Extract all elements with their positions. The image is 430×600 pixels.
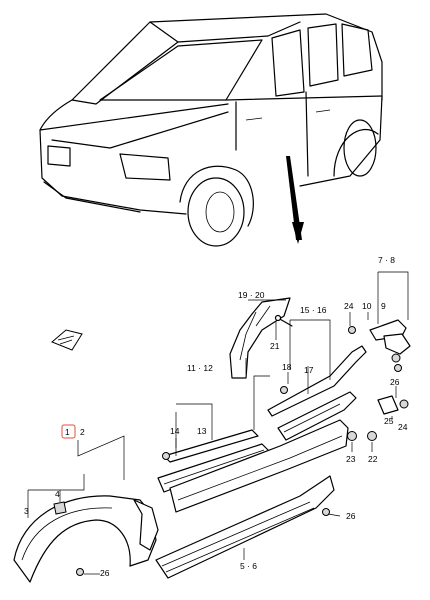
callout-10[interactable]: 10: [362, 301, 372, 311]
callout-26-mid[interactable]: 26: [346, 511, 356, 521]
part-25-clip[interactable]: [377, 395, 409, 415]
part-11-12-moulding[interactable]: [163, 429, 259, 463]
vehicle-illustration: [39, 13, 383, 247]
callout-15-16[interactable]: 15 · 16: [300, 305, 327, 315]
callout-4[interactable]: 4: [55, 489, 60, 499]
clip-fasteners[interactable]: [76, 326, 402, 576]
part-5-6-side-sill[interactable]: [155, 475, 335, 579]
callout-25[interactable]: 25: [384, 416, 394, 426]
callout-26-left[interactable]: 26: [100, 568, 110, 578]
part-21-screw[interactable]: [274, 314, 293, 327]
rear-door-protector[interactable]: [169, 419, 349, 513]
callout-3[interactable]: 3: [24, 506, 29, 516]
callout-19-20[interactable]: 19 · 20: [238, 290, 265, 300]
leader-lines: [27, 271, 409, 575]
callout-13[interactable]: 13: [197, 426, 207, 436]
callout-24-lower[interactable]: 24: [398, 422, 408, 432]
part-3-fender-flare[interactable]: [13, 495, 159, 583]
callout-21[interactable]: 21: [270, 341, 280, 351]
callout-7-8[interactable]: 7 · 8: [378, 255, 395, 265]
callout-11-12[interactable]: 11 · 12: [187, 363, 213, 373]
part-17-protector[interactable]: [277, 391, 357, 441]
callout-22[interactable]: 22: [368, 454, 378, 464]
part-4-clip[interactable]: [53, 501, 67, 515]
callout-2[interactable]: 2: [80, 427, 85, 437]
callout-17[interactable]: 17: [304, 365, 314, 375]
callout-23[interactable]: 23: [346, 454, 356, 464]
highlight-box: [61, 424, 76, 439]
callout-9[interactable]: 9: [381, 301, 386, 311]
callout-14[interactable]: 14: [170, 426, 180, 436]
callout-1[interactable]: 1: [65, 427, 70, 437]
part-9-10-rear-piece[interactable]: [369, 319, 411, 363]
callout-labels: 1 2 3 4 5 · 6 7 · 8 9 10 11 · 12 13 14 1…: [24, 255, 408, 578]
callout-5-6[interactable]: 5 · 6: [240, 561, 257, 571]
callout-24-upper[interactable]: 24: [344, 301, 354, 311]
callout-18[interactable]: 18: [282, 362, 292, 372]
part-19-20-bracket[interactable]: [229, 297, 291, 379]
callout-26-right[interactable]: 26: [390, 377, 400, 387]
front-arrow-icon: [51, 329, 83, 351]
part-15-16-moulding[interactable]: [267, 345, 367, 417]
